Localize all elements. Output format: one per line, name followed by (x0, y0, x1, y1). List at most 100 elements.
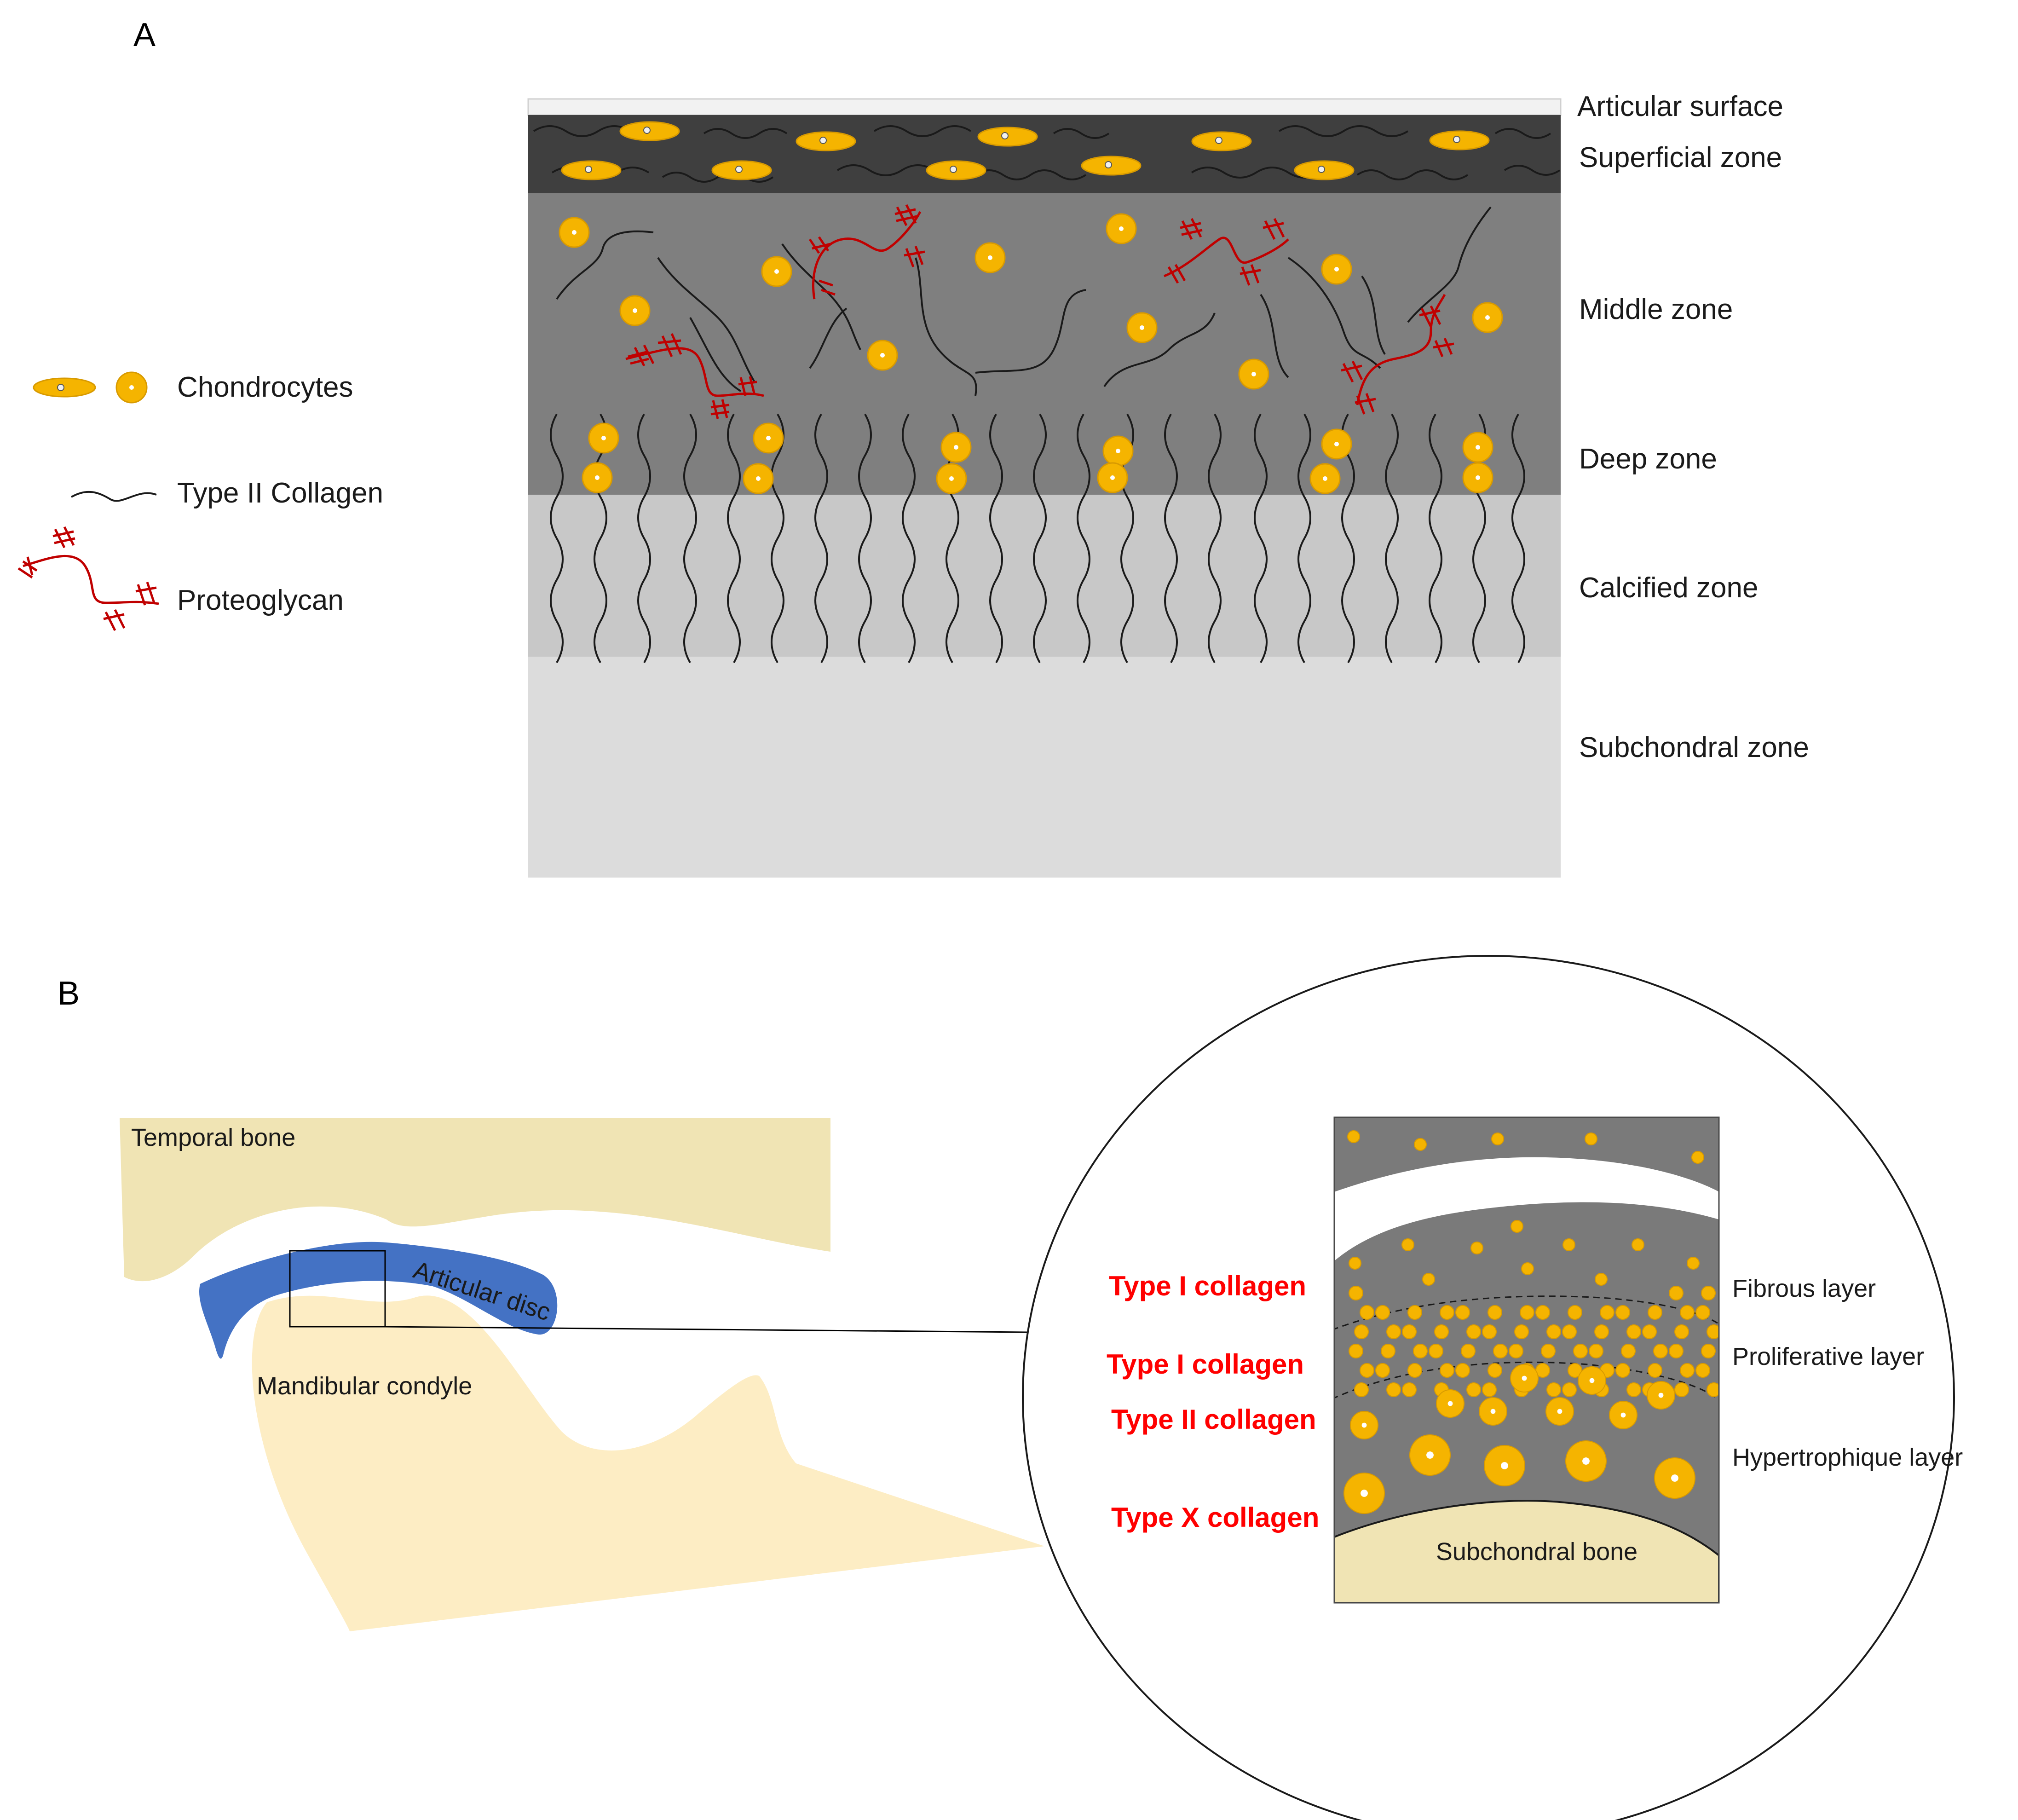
chondrocyte-nucleus (1501, 1462, 1508, 1469)
chondrocyte-body (1648, 1363, 1662, 1378)
chondrocyte (926, 160, 986, 180)
chondrocyte (1350, 1411, 1378, 1439)
chondrocyte (1695, 1305, 1710, 1320)
chondrocyte (1615, 1305, 1630, 1320)
proteoglycans (625, 204, 1454, 419)
chondrocyte-body (1595, 1273, 1608, 1286)
chondrocyte-body (1521, 1262, 1534, 1275)
subchondral-zone-label: Subchondral zone (1579, 732, 1809, 763)
chondrocyte-body (1707, 1382, 1719, 1397)
chondrocyte (1626, 1382, 1641, 1397)
chondrocyte (1674, 1324, 1689, 1339)
chondrocyte-nucleus (819, 137, 827, 144)
collagen-fiber (1077, 414, 1090, 663)
chondrocyte-nucleus (1119, 226, 1124, 231)
chondrocyte (1479, 1397, 1507, 1426)
proliferative-collagen-type: Type I collagen (1107, 1349, 1304, 1380)
chondrocyte-body (1386, 1324, 1401, 1339)
legend-collagen: Type II Collagen (177, 477, 383, 509)
chondrocyte (1462, 462, 1493, 493)
zone-labels: Articular surface Superficial zone Middl… (1577, 91, 1809, 763)
chondrocyte-body (1695, 1305, 1710, 1320)
chondrocyte (1521, 1262, 1534, 1275)
collagen-fiber (1164, 414, 1178, 663)
chondrocyte (582, 462, 613, 493)
collagen-fiber (1254, 414, 1268, 663)
collagen-fiber (989, 414, 1003, 663)
chondrocyte-body (1626, 1324, 1641, 1339)
chondrocyte (1701, 1344, 1716, 1358)
subchondral-zone-band (528, 657, 1561, 878)
chondrocyte (1126, 312, 1158, 343)
chondrocyte-body (1466, 1324, 1481, 1339)
chondrocyte-nucleus (1453, 136, 1460, 143)
chondrocyte (940, 432, 972, 463)
chondrocyte-body (1349, 1344, 1363, 1358)
chondrocyte (1375, 1363, 1390, 1378)
chondrocyte-body (1402, 1324, 1417, 1339)
collagen-fiber (771, 414, 784, 663)
chondrocyte (1402, 1324, 1417, 1339)
chondrocyte-body (1615, 1305, 1630, 1320)
chondrocyte (1595, 1273, 1608, 1286)
chondrocyte (1349, 1286, 1363, 1300)
chondrocyte-body (1687, 1257, 1700, 1270)
chondrocyte (1349, 1257, 1361, 1270)
chondrocyte (1648, 1305, 1662, 1320)
chondrocyte (1294, 160, 1355, 180)
chondrocyte-nucleus (1361, 1490, 1368, 1497)
chondrocyte-body (1488, 1363, 1502, 1378)
panel-b-label: B (58, 975, 80, 1012)
superficial-zone-label: Superficial zone (1579, 142, 1782, 173)
chondrocyte-nucleus (950, 166, 957, 173)
chondrocyte (1360, 1305, 1374, 1320)
chondrocyte (1546, 1382, 1561, 1397)
chondrocyte (1535, 1305, 1550, 1320)
collagen-icon (71, 491, 157, 502)
legend: Chondrocytes Type II Collagen Proteoglyc… (17, 371, 383, 631)
chondrocyte-body (1568, 1305, 1582, 1320)
chondrocyte-nucleus (643, 127, 651, 134)
chondrocyte (1321, 254, 1352, 285)
proliferative-layer-label: Proliferative layer (1732, 1343, 1924, 1370)
chondrocyte-body (1615, 1363, 1630, 1378)
chondrocyte (1191, 131, 1252, 151)
chondrocyte-body (1349, 1257, 1361, 1270)
chondrocyte (1360, 1363, 1374, 1378)
chondrocyte (1701, 1286, 1716, 1300)
chondrocyte (867, 340, 898, 371)
chondrocyte-body (1413, 1344, 1428, 1358)
chondrocyte (1349, 1344, 1363, 1358)
chondrocyte (1484, 1445, 1525, 1486)
chondrocyte-nucleus (1589, 1378, 1595, 1383)
chondrocyte-body (1360, 1363, 1374, 1378)
chondrocyte-body (1347, 1130, 1360, 1143)
cartilage-zones (527, 98, 1562, 878)
chondrocyte (1401, 1238, 1414, 1251)
chondrocyte (761, 256, 792, 287)
chondrocyte-nucleus (735, 166, 743, 173)
chondrocyte-body (1632, 1238, 1644, 1251)
chondrocyte (1520, 1305, 1534, 1320)
chondrocyte-body (1402, 1382, 1417, 1397)
chondrocyte (753, 422, 784, 454)
chondrocyte (1589, 1344, 1603, 1358)
chondrocyte-body (1349, 1286, 1363, 1300)
chondrocyte (1546, 1324, 1561, 1339)
chondrocyte-body (1621, 1344, 1636, 1358)
hypertrophique-collagen-type-lower: Type X collagen (1111, 1502, 1319, 1533)
chondrocyte (1482, 1382, 1497, 1397)
chondrocyte (1578, 1366, 1606, 1395)
subchondral-bone (1334, 1500, 1719, 1603)
chondrocyte (619, 121, 680, 141)
chondrocyte-body (1407, 1363, 1422, 1378)
chondrocyte-body (1648, 1305, 1662, 1320)
chondrocyte-nucleus (1447, 1401, 1453, 1406)
chondrocyte-body (1573, 1344, 1588, 1358)
chondrocyte-body (1470, 1242, 1483, 1254)
chondrocyte (1309, 463, 1341, 494)
chondrocyte-body (1589, 1344, 1603, 1358)
chondrocyte (1081, 156, 1142, 176)
calcified-zone-band (528, 495, 1561, 657)
chondrocyte-nucleus (1323, 476, 1327, 481)
